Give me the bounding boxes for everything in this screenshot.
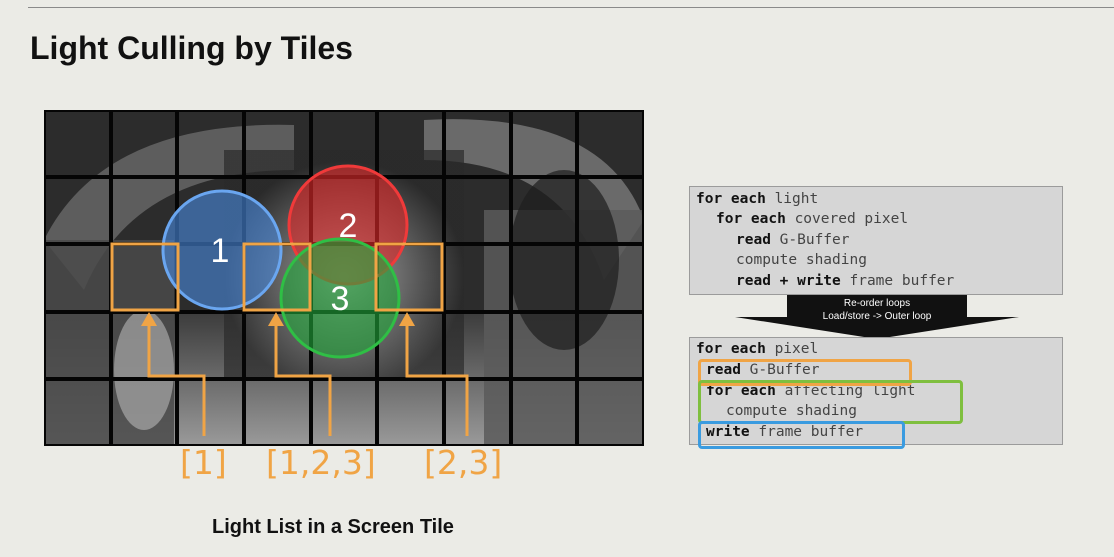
top-rule [28, 7, 1114, 8]
code-keyword: for each [696, 341, 766, 357]
light-3-label: 3 [331, 280, 350, 318]
code-keyword: for each [706, 383, 776, 399]
tiled-scene: 1 2 3 [44, 110, 644, 446]
loop-highlight-box [698, 380, 963, 424]
code-keyword: read [736, 232, 771, 248]
transform-label-1: Re-order loops [843, 298, 911, 309]
code-before-line-5: read + write frame buffer [736, 271, 954, 291]
light-1-label: 1 [211, 232, 230, 270]
code-after-line-2: read G-Buffer [706, 360, 820, 380]
tile-light-lists: [1] [1,2,3] [2,3] [0, 443, 700, 493]
tile-list-1: [1] [180, 443, 227, 482]
read-highlight-box [698, 359, 912, 386]
code-before-line-4: compute shading [736, 250, 867, 270]
code-text: light [765, 191, 819, 207]
highlight-tile-2 [242, 242, 312, 312]
code-text: affecting light [775, 383, 916, 399]
code-text: G-Buffer [770, 232, 850, 248]
code-before-line-3: read G-Buffer [736, 230, 850, 250]
figure-caption: Light List in a Screen Tile [212, 516, 454, 538]
code-keyword: write [706, 424, 750, 440]
code-after-line-5: write frame buffer [706, 422, 863, 442]
code-before-line-1: for each light [696, 189, 818, 209]
code-after-line-1: for each pixel [696, 339, 818, 359]
code-box-after: for each pixel read G-Buffer for each af… [689, 337, 1063, 449]
code-text: pixel [765, 341, 819, 357]
reorder-arrow [735, 295, 1019, 339]
left-doorway [509, 170, 619, 350]
highlight-tile-3 [374, 242, 444, 312]
code-text: frame buffer [840, 273, 955, 289]
tile-pointer-3 [399, 312, 469, 436]
light-sphere-3: 3 [279, 237, 401, 359]
code-after-line-3: for each affecting light [706, 381, 916, 401]
light-sphere-1: 1 [161, 189, 283, 311]
tile-pointer-1 [141, 312, 206, 436]
code-before-line-2: for each covered pixel [716, 209, 908, 229]
code-box-before: for each light for each covered pixel re… [689, 186, 1063, 295]
code-after-line-4: compute shading [726, 401, 857, 421]
code-keyword: for each [696, 191, 766, 207]
code-text: covered pixel [785, 211, 909, 227]
code-text: compute shading [736, 252, 867, 268]
tile-pointer-2 [268, 312, 332, 436]
code-text: G-Buffer [740, 362, 820, 378]
transform-label-2: Load/store -> Outer loop [822, 311, 932, 322]
tile-list-2: [1,2,3] [266, 443, 376, 482]
code-text: compute shading [726, 403, 857, 419]
code-text: frame buffer [749, 424, 864, 440]
tile-list-3: [2,3] [424, 443, 503, 482]
statue [114, 310, 174, 430]
code-keyword: read + write [736, 273, 841, 289]
code-keyword: for each [716, 211, 786, 227]
highlight-tile-1 [110, 242, 180, 312]
write-highlight-box [698, 421, 905, 449]
light-2-label: 2 [339, 207, 358, 245]
code-keyword: read [706, 362, 741, 378]
slide-title: Light Culling by Tiles [30, 30, 353, 66]
light-1-circle [161, 189, 283, 311]
arrow-shape [735, 295, 1019, 339]
